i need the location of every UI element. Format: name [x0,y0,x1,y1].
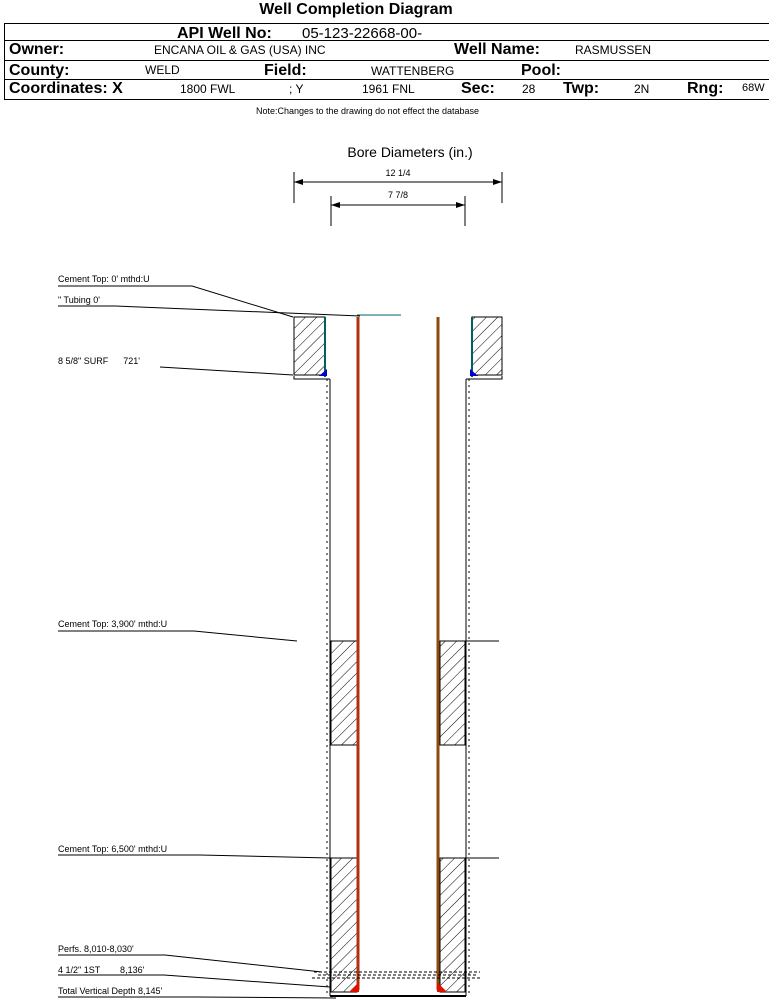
annotation-cement-top-1: Cement Top: 3,900' mthd:U [58,619,167,629]
bore-diameter-label: 7 7/8 [388,190,408,200]
header-divider [4,60,769,61]
rng-value: 68W [742,82,765,94]
leader-line [58,285,294,318]
disclaimer-note: Note:Changes to the drawing do not effec… [256,106,479,116]
pool-label: Pool: [521,62,561,79]
leader-line [58,305,361,317]
y-coordinate-label: ; Y [289,82,304,96]
annotation-cement-top-surface: Cement Top: 0' mthd:U [58,274,150,284]
county-value: WELD [145,63,180,77]
leader-line [58,630,298,642]
x-coordinate-value: 1800 FWL [180,82,236,96]
surface-shoe-left [319,369,327,376]
production-shoe-left [349,982,359,992]
leader-line [58,996,337,999]
annotation-perfs: Perfs. 8,010-8,030' [58,944,134,954]
cement-zone-2-left [330,857,358,993]
cement-zone-1-left [330,640,358,746]
annotation-production-casing: 4 1/2" 1ST 8,136' [58,965,145,975]
annotation-tubing: " Tubing 0' [58,295,100,305]
bore-diameter-label: 12 1/4 [385,168,410,178]
bore-dimension-12-1-4: 12 1/4 [293,168,503,203]
county-label: County: [9,62,70,79]
y-coordinate-value: 1961 FNL [362,82,415,96]
hole-step-left [293,376,330,380]
bore-diameters-title: Bore Diameters (in.) [347,144,472,160]
header-divider [4,40,769,41]
leader-line [58,854,331,859]
production-shoe-right [437,982,447,992]
page-title: Well Completion Diagram [259,1,453,18]
field-value: WATTENBERG [371,64,455,78]
owner-label: Owner: [9,41,65,58]
field-label: Field: [264,62,307,79]
api-label: API Well No: [177,25,272,42]
leader-line [58,954,323,973]
leader-line [58,974,331,988]
surface-cement-left [293,316,326,376]
surface-shoe-right [470,369,478,376]
surface-cement-right [471,316,503,376]
owner-value: ENCANA OIL & GAS (USA) INC [154,43,326,57]
header-box [4,23,769,100]
bore-dimension-7-7-8: 7 7/8 [330,190,466,226]
well-name-label: Well Name: [454,41,540,58]
annotation-tvd: Total Vertical Depth 8,145' [58,986,163,996]
well-name-value: RASMUSSEN [575,43,652,57]
coordinates-label: Coordinates: X [9,80,123,97]
rng-label: Rng: [687,80,724,97]
sec-label: Sec: [461,80,495,97]
annotation-surface-casing: 8 5/8" SURF 721' [58,356,140,366]
cement-zone-2-right [439,857,466,993]
api-value: 05-123-22668-00- [302,25,423,42]
hole-step-right [466,376,503,380]
leader-line [159,366,294,376]
perforations [312,971,482,979]
header-divider [4,79,769,80]
twp-label: Twp: [563,80,600,97]
cement-zone-1-right [439,640,466,746]
twp-value: 2N [634,82,650,96]
sec-value: 28 [522,82,536,96]
annotation-cement-top-2: Cement Top: 6,500' mthd:U [58,844,167,854]
